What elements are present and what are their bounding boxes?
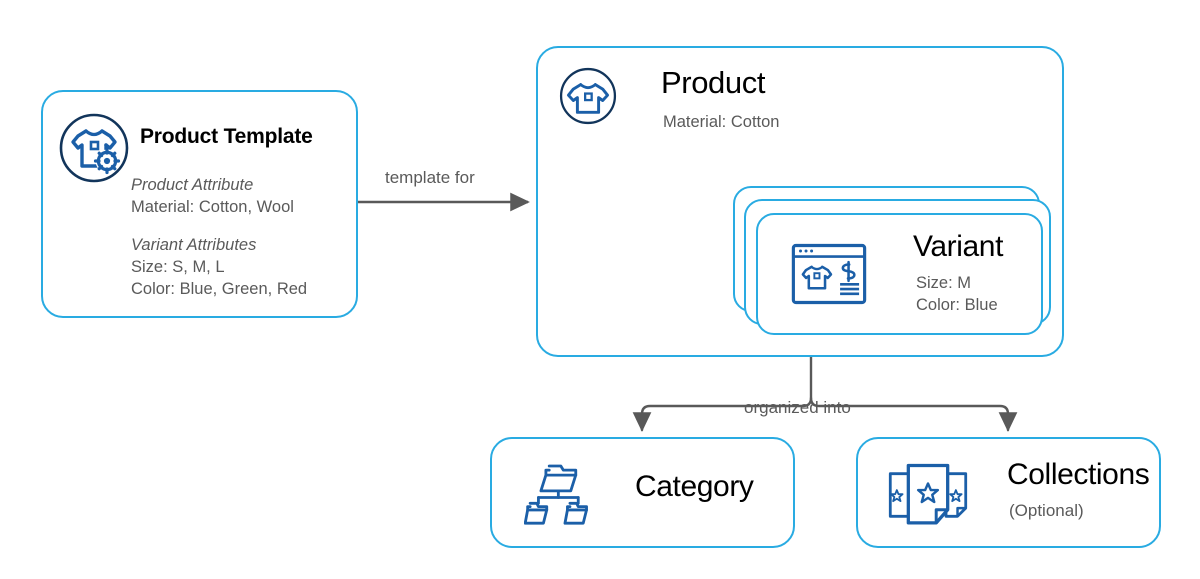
- collections-title: Collections: [1007, 458, 1150, 491]
- card-category[interactable]: Category: [490, 437, 795, 548]
- variant-title: Variant: [913, 230, 1004, 263]
- variant-color: Color: Blue: [916, 296, 998, 314]
- product-attribute-heading: Product Attribute: [131, 176, 254, 194]
- folder-hierarchy-icon: [524, 461, 596, 529]
- starred-documents-icon: [887, 462, 969, 528]
- variant-attribute-color: Color: Blue, Green, Red: [131, 280, 308, 298]
- edge-label-organized-into: organized into: [744, 398, 851, 417]
- product-page-icon: [791, 243, 867, 305]
- variant-attribute-size: Size: S, M, L: [131, 258, 225, 276]
- product-title: Product: [661, 65, 766, 100]
- card-product-template[interactable]: Product Template Product Attribute Mater…: [41, 90, 358, 318]
- variant-size: Size: M: [916, 274, 972, 292]
- card-variant[interactable]: Variant Size: M Color: Blue: [756, 213, 1043, 335]
- connector-organized-into: [632, 355, 1018, 432]
- card-collections[interactable]: Collections (Optional): [856, 437, 1161, 548]
- edge-label-template-for: template for: [385, 168, 475, 187]
- category-title: Category: [635, 470, 754, 503]
- collections-optional-note: (Optional): [1009, 501, 1084, 520]
- product-attribute-value: Material: Cotton, Wool: [131, 198, 294, 216]
- tshirt-gear-icon: [56, 110, 132, 186]
- tshirt-icon: [557, 65, 619, 127]
- product-template-title: Product Template: [140, 125, 313, 148]
- product-material: Material: Cotton: [663, 113, 780, 131]
- variant-attributes-heading: Variant Attributes: [131, 236, 257, 254]
